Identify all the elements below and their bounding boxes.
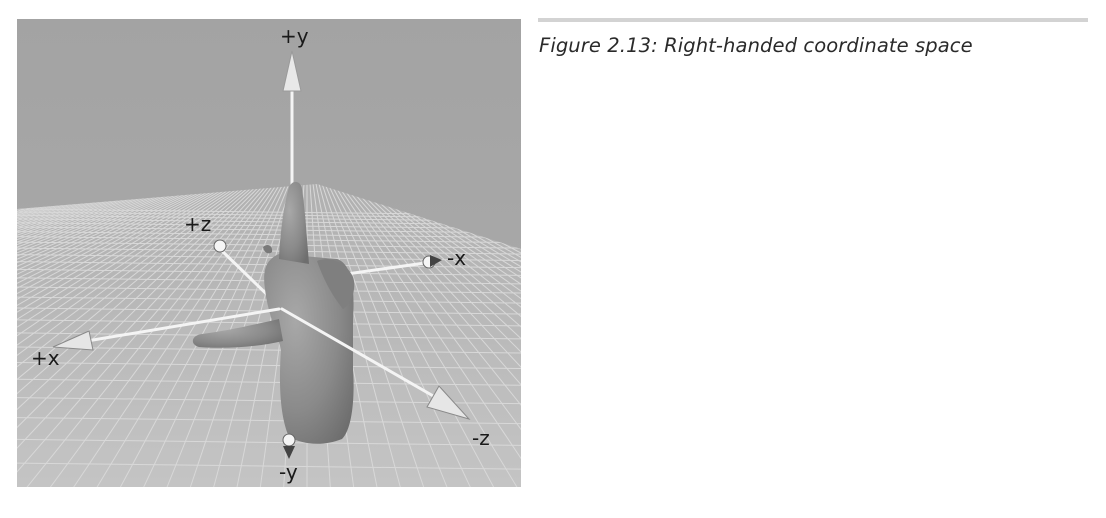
axis-label-neg-y: -y bbox=[279, 460, 298, 484]
neg-y-arrowhead bbox=[283, 446, 295, 459]
neg-y-ball bbox=[282, 433, 296, 447]
pos-z-ball bbox=[213, 239, 227, 253]
axis-label-neg-x: -x bbox=[447, 246, 466, 270]
neg-z-arrowhead bbox=[426, 385, 471, 420]
axis-label-pos-x: +x bbox=[31, 346, 60, 370]
axis-label-neg-z: -z bbox=[472, 426, 490, 450]
axis-label-pos-y: +y bbox=[280, 24, 309, 48]
pos-x-arrowhead bbox=[52, 330, 94, 351]
pos-y-arrowhead bbox=[282, 50, 302, 92]
axis-label-pos-z: +z bbox=[184, 212, 211, 236]
figure-caption: Figure 2.13: Right-handed coordinate spa… bbox=[539, 34, 973, 57]
hand-model bbox=[192, 181, 355, 444]
coordinate-space-illustration: +y +z -x +x -z -y bbox=[17, 19, 521, 487]
caption-rule bbox=[538, 18, 1088, 22]
neg-x-arrowhead bbox=[430, 255, 442, 267]
